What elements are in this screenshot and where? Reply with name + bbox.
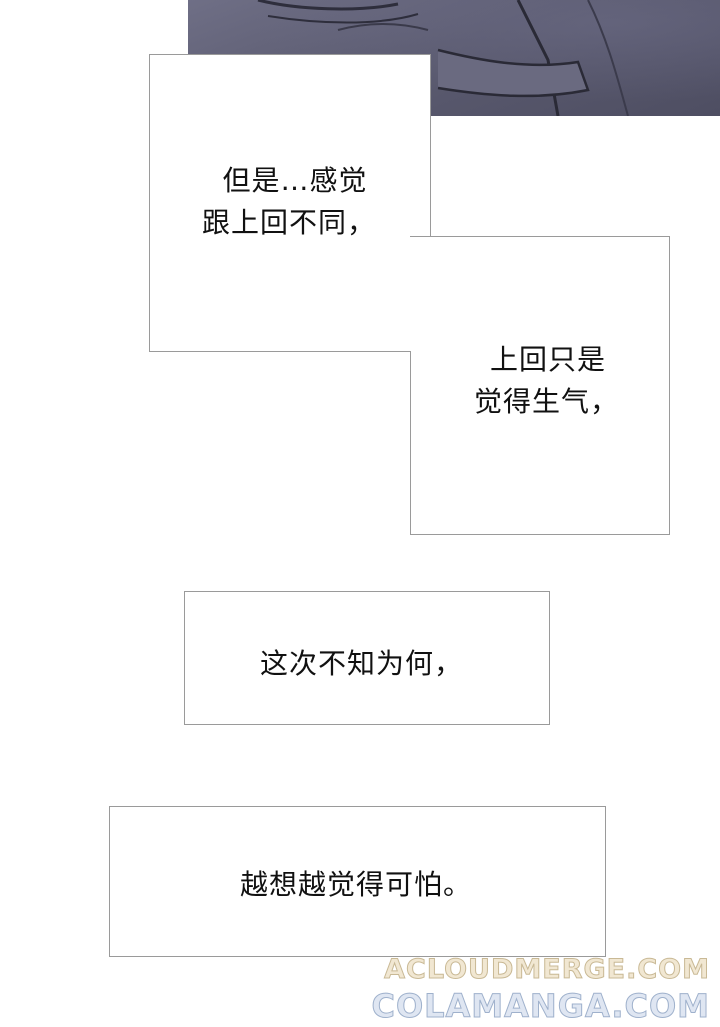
- box-merge-cover-b: [411, 237, 669, 351]
- caption-1-line-1: 但是…感觉: [222, 164, 368, 197]
- box-edge: [149, 54, 431, 55]
- box-edge: [410, 351, 411, 535]
- box-edge: [430, 118, 431, 237]
- caption-2-line-2: 觉得生气，: [474, 385, 620, 418]
- box-merge-cover-a: [150, 237, 430, 351]
- caption-2-text: 上回只是 觉得生气，: [474, 339, 619, 423]
- box-edge: [149, 351, 411, 352]
- caption-4-text: 越想越觉得可怕。: [240, 864, 472, 906]
- caption-box-3: [184, 591, 550, 725]
- caption-1-line-2: 跟上回不同，: [202, 206, 377, 239]
- watermark-line-2: COLAMANGA.COM: [371, 987, 710, 1026]
- box-edge: [430, 236, 670, 237]
- caption-4-line-1: 越想越觉得可怕。: [240, 868, 473, 901]
- caption-box-4: [109, 806, 606, 957]
- caption-1-text: 但是…感觉 跟上回不同，: [202, 160, 376, 244]
- box-edge: [410, 534, 670, 535]
- caption-2-line-1: 上回只是: [490, 343, 607, 376]
- watermark: ACLOUDMERGE.COM COLAMANGA.COM: [371, 953, 710, 1026]
- watermark-line-1: ACLOUDMERGE.COM: [384, 954, 710, 986]
- box-edge: [149, 54, 150, 352]
- illustration-art-icon: [257, 0, 629, 116]
- box-edge: [669, 236, 670, 535]
- caption-3-line-1: 这次不知为何，: [260, 647, 464, 680]
- caption-3-text: 这次不知为何，: [260, 643, 463, 685]
